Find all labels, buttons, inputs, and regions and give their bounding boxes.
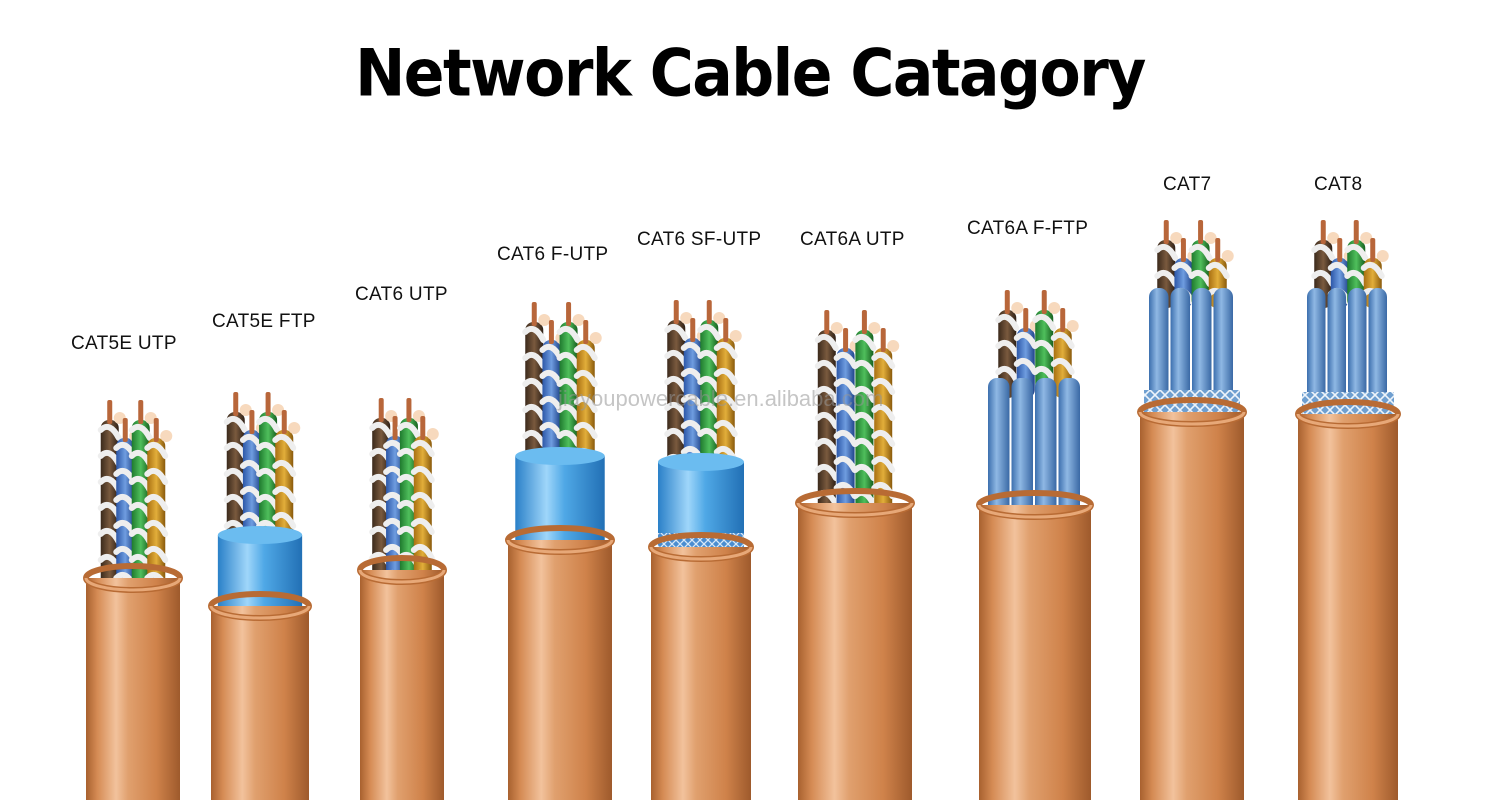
cable-8	[1137, 220, 1247, 800]
cable-label-cat8: CAT8	[1314, 174, 1363, 195]
cable-6	[795, 310, 915, 800]
page-title: Network Cable Catagory	[355, 36, 1146, 112]
pair-shields	[988, 378, 1080, 519]
outer-jacket	[1295, 399, 1401, 800]
twisted-pairs	[522, 302, 602, 476]
outer-jacket	[795, 488, 915, 800]
cable-label-cat6-utp: CAT6 UTP	[355, 284, 448, 305]
twisted-pairs	[223, 392, 301, 555]
outer-jacket	[976, 490, 1094, 800]
cable-5	[648, 300, 754, 800]
outer-jacket	[208, 591, 312, 800]
cable-label-cat6a-f-ftp: CAT6A F-FTP	[967, 218, 1089, 239]
twisted-pairs	[664, 300, 742, 482]
outer-jacket	[505, 525, 615, 800]
twisted-pairs	[995, 290, 1079, 398]
cable-7	[976, 290, 1094, 800]
foil-shield	[515, 456, 605, 552]
cable-3	[357, 398, 447, 800]
foil-shield	[217, 535, 303, 618]
outer-jacket	[648, 532, 754, 800]
cable-label-cat5e-utp: CAT5E UTP	[71, 333, 177, 354]
cable-label-cat6-f-utp: CAT6 F-UTP	[497, 244, 609, 265]
outer-jacket	[357, 555, 447, 800]
twisted-pairs	[1311, 220, 1389, 308]
pair-shields	[1149, 288, 1233, 418]
cable-1	[83, 400, 183, 800]
cable-label-cat6-sf-utp: CAT6 SF-UTP	[637, 229, 762, 250]
cable-label-cat6a-utp: CAT6A UTP	[800, 229, 905, 250]
outer-jacket	[83, 563, 183, 800]
cable-2	[208, 392, 312, 800]
pair-shields	[1307, 288, 1387, 418]
cable-label-cat7: CAT7	[1163, 174, 1212, 195]
twisted-pairs	[97, 400, 173, 598]
cable-9	[1295, 220, 1401, 800]
cable-label-cat5e-ftp: CAT5E FTP	[212, 311, 316, 332]
twisted-pairs	[814, 310, 900, 523]
cable-4	[505, 302, 615, 800]
outer-jacket	[1137, 397, 1247, 800]
watermark: jiayoupowercable.en.alibaba.com	[558, 386, 884, 411]
